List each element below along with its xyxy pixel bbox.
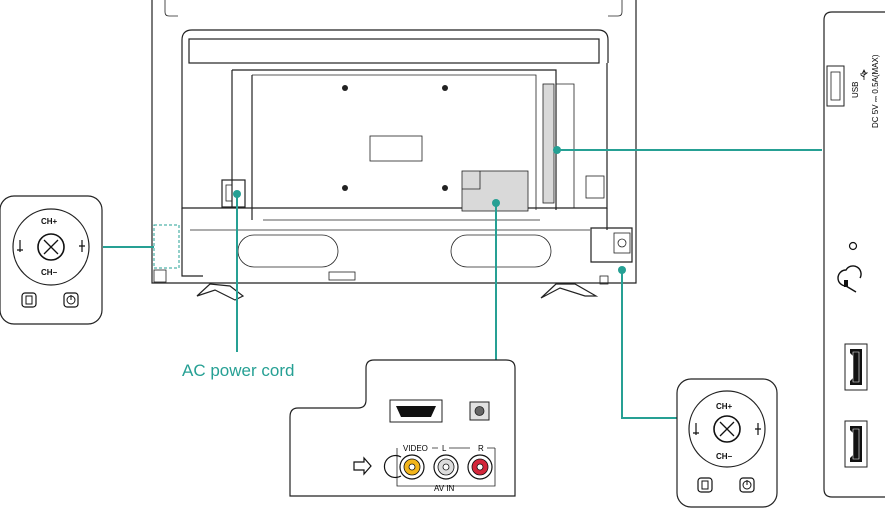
ch-down-label: CH− xyxy=(716,452,733,461)
side-connector-panel: USB DC 5V ⎓ 0.5A(MAX) xyxy=(824,12,885,497)
rear-connector-panel: VIDEO L R AV IN xyxy=(290,360,515,496)
rca-video-jack[interactable] xyxy=(400,455,424,479)
av-in-label: AV IN xyxy=(434,484,455,493)
hdmi-port[interactable] xyxy=(845,421,867,467)
ch-up-label: CH+ xyxy=(716,402,733,411)
right-audio-label: R xyxy=(478,444,484,453)
joystick-icon xyxy=(714,416,740,442)
right-control-panel: CH+ CH− xyxy=(677,379,777,507)
optical-icon[interactable] xyxy=(470,402,489,420)
usb-rating-label: DC 5V ⎓ 0.5A(MAX) xyxy=(871,54,880,128)
usb-label: USB xyxy=(851,82,860,98)
video-label: VIDEO xyxy=(403,444,428,453)
headphone-jack[interactable] xyxy=(850,243,857,250)
usb-port[interactable] xyxy=(827,66,844,106)
rca-right-jack[interactable] xyxy=(468,455,492,479)
usb-label-group: USB xyxy=(851,82,860,98)
mount-screws xyxy=(342,85,448,191)
power-cord-label: AC power cord xyxy=(182,361,294,380)
hdmi-port[interactable] xyxy=(390,400,442,422)
rca-left-jack[interactable] xyxy=(434,455,458,479)
joystick-icon xyxy=(38,234,64,260)
ch-up-label: CH+ xyxy=(41,217,58,226)
usb-rating-group: DC 5V ⎓ 0.5A(MAX) xyxy=(871,54,880,128)
ch-down-label: CH− xyxy=(41,268,58,277)
hdmi-port[interactable] xyxy=(845,344,867,390)
left-audio-label: L xyxy=(442,444,447,453)
left-control-panel: CH+ CH− xyxy=(0,196,102,324)
